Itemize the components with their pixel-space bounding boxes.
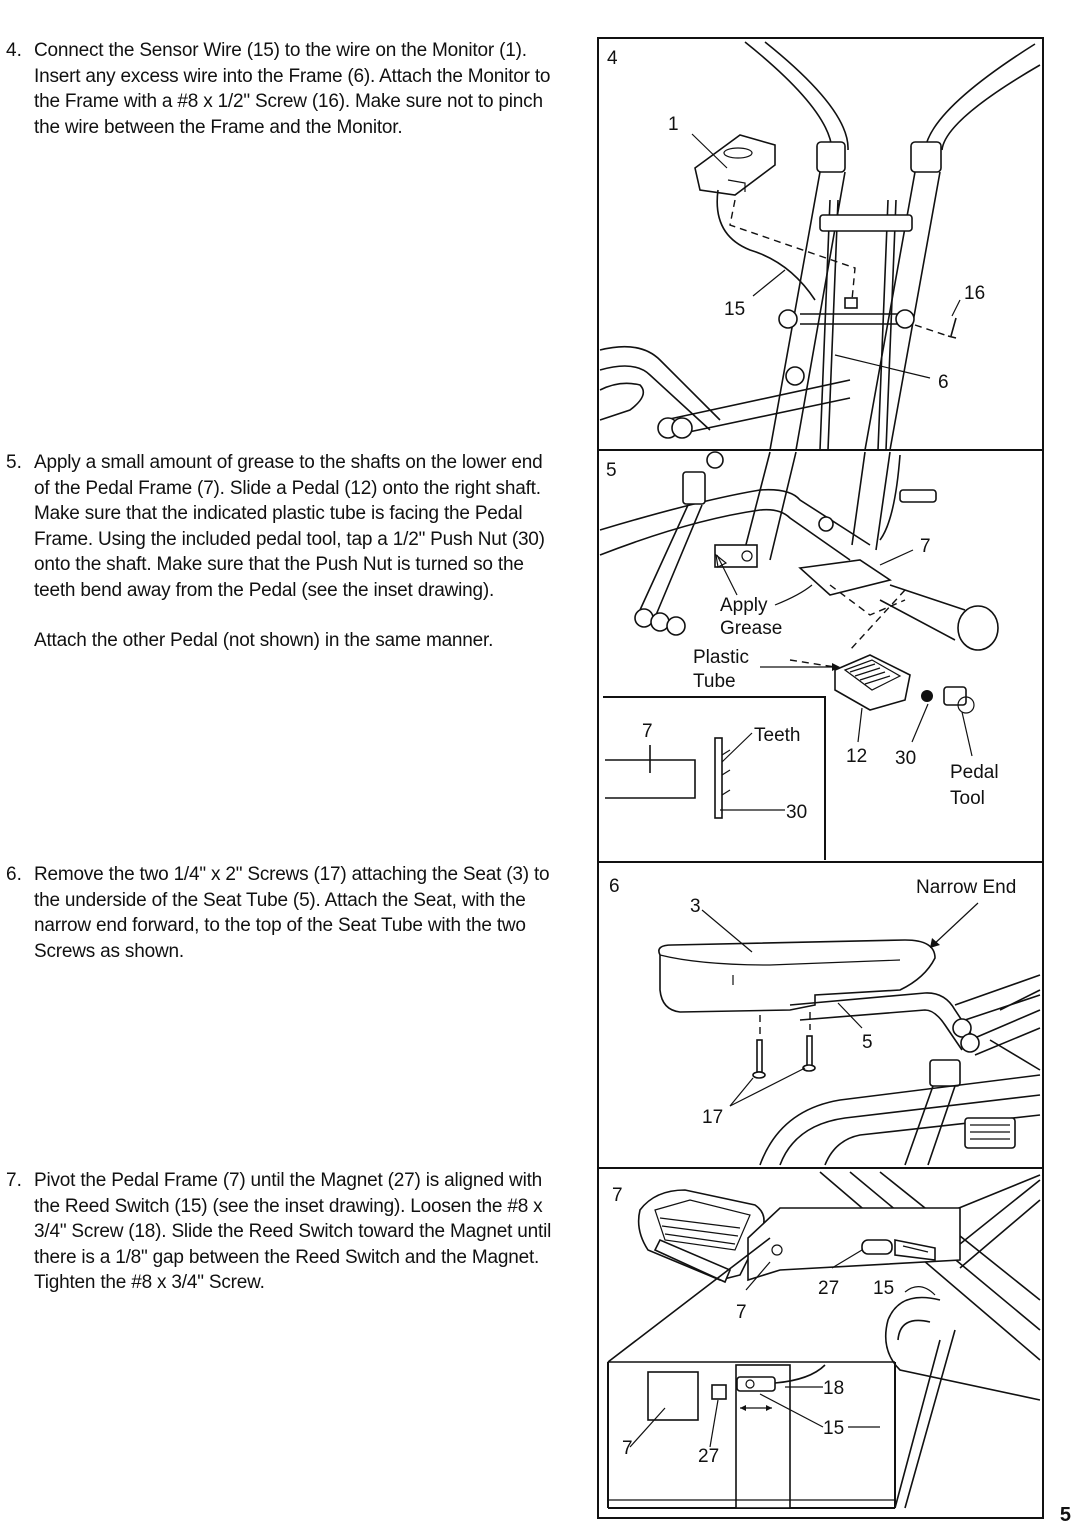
panel-number: 7 bbox=[612, 1185, 623, 1206]
label: Apply bbox=[720, 595, 768, 616]
step-6: 6. Remove the two 1/4" x 2" Screws (17) … bbox=[6, 862, 561, 989]
label: 15 bbox=[724, 299, 745, 320]
panel-number: 6 bbox=[609, 876, 620, 897]
step-number: 6. bbox=[6, 864, 22, 885]
panel-number: 4 bbox=[607, 48, 618, 69]
figure-4: 4 bbox=[599, 41, 1041, 451]
step-text: Remove the two 1/4" x 2" Screws (17) att… bbox=[34, 864, 550, 962]
inset-magnet-gap: 18 15 7 27 bbox=[607, 1362, 896, 1509]
label: 27 bbox=[698, 1446, 719, 1467]
label: 7 bbox=[920, 536, 931, 557]
label: 27 bbox=[818, 1278, 839, 1299]
label: 30 bbox=[895, 748, 916, 769]
step-text: Connect the Sensor Wire (15) to the wire… bbox=[34, 40, 551, 138]
label: 17 bbox=[702, 1107, 723, 1128]
label: 7 bbox=[736, 1302, 747, 1323]
step-text: Apply a small amount of grease to the sh… bbox=[34, 452, 545, 601]
figure-6: 6 3 Narrow End 5 bbox=[609, 876, 1041, 1166]
label: Tube bbox=[693, 671, 736, 692]
label: 16 bbox=[964, 283, 985, 304]
label: Teeth bbox=[754, 725, 800, 746]
label: 15 bbox=[823, 1418, 844, 1439]
label: Narrow End bbox=[916, 877, 1016, 898]
label: 5 bbox=[862, 1032, 873, 1053]
label: 1 bbox=[668, 114, 679, 135]
step-4: 4. Connect the Sensor Wire (15) to the w… bbox=[6, 38, 561, 165]
step-text: Pivot the Pedal Frame (7) until the Magn… bbox=[34, 1170, 552, 1293]
label: 6 bbox=[938, 372, 949, 393]
label: Tool bbox=[950, 788, 985, 809]
panel-number: 5 bbox=[606, 460, 617, 481]
label: Grease bbox=[720, 618, 782, 639]
label: 18 bbox=[823, 1378, 844, 1399]
step-number: 4. bbox=[6, 40, 22, 61]
step-7: 7. Pivot the Pedal Frame (7) until the M… bbox=[6, 1168, 561, 1321]
label: 7 bbox=[642, 721, 653, 742]
step-number: 5. bbox=[6, 452, 22, 473]
step-5: 5. Apply a small amount of grease to the… bbox=[6, 450, 561, 679]
label: 7 bbox=[622, 1438, 633, 1459]
step-number: 7. bbox=[6, 1170, 22, 1191]
label: 30 bbox=[786, 802, 807, 823]
page-number: 5 bbox=[1059, 1504, 1071, 1526]
figure-5: 5 bbox=[599, 451, 999, 860]
label: 15 bbox=[873, 1278, 894, 1299]
figure-frame bbox=[597, 37, 1044, 1519]
step-text: Attach the other Pedal (not shown) in th… bbox=[34, 630, 494, 651]
figure-7: 7 7 27 15 bbox=[607, 1171, 1041, 1509]
label: 3 bbox=[690, 896, 701, 917]
label: Plastic bbox=[693, 647, 749, 668]
label: 12 bbox=[846, 746, 867, 767]
label: Pedal bbox=[950, 762, 999, 783]
inset-push-nut: 7 Teeth 30 bbox=[603, 696, 826, 860]
